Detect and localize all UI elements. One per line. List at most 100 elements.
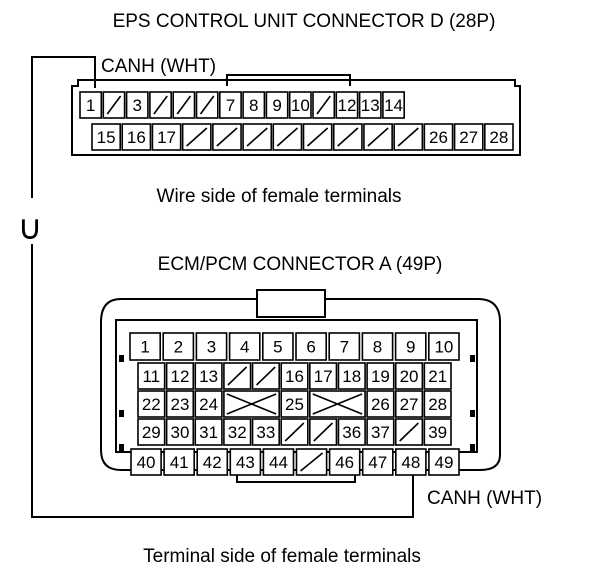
terminal-number: 6: [306, 338, 315, 357]
ecm-terminal: 40: [130, 448, 162, 476]
terminal-number: 39: [428, 423, 447, 442]
ecm-terminal: 42: [196, 448, 229, 476]
empty-terminal-slash: [367, 127, 389, 147]
empty-terminal-slash: [106, 95, 122, 115]
terminal-number: 27: [459, 128, 478, 147]
ecm-terminal: 44: [262, 448, 295, 476]
eps-terminal: 13: [358, 91, 382, 119]
empty-terminal-slash: [337, 127, 359, 147]
eps-wire-label: CANH (WHT): [101, 56, 216, 77]
ecm-terminal: 49: [428, 448, 460, 476]
ecm-terminal: 46: [328, 448, 361, 476]
eps-empty-terminal: [195, 91, 219, 119]
terminal-number: 13: [361, 96, 380, 115]
ecm-terminal: 41: [163, 448, 196, 476]
terminal-number: 28: [428, 395, 447, 414]
eps-empty-terminal: [172, 91, 196, 119]
eps-empty-terminal: [181, 123, 212, 151]
ecm-terminal: 22: [137, 390, 166, 418]
ecm-terminal: 18: [337, 362, 366, 390]
terminal-number: 12: [170, 367, 189, 386]
terminal-number: 10: [434, 338, 453, 357]
eps-terminal: 16: [121, 123, 152, 151]
empty-terminal-slash: [176, 95, 192, 115]
eps-empty-terminal: [393, 123, 424, 151]
ecm-terminal: 20: [394, 362, 424, 390]
empty-terminal-slash: [199, 95, 215, 115]
terminal-number: 24: [199, 395, 218, 414]
terminal-number: 16: [127, 128, 146, 147]
terminal-number: 44: [269, 453, 288, 472]
terminal-number: 28: [489, 128, 508, 147]
eps-terminal: 10: [288, 91, 312, 119]
terminal-number: 37: [371, 423, 390, 442]
empty-terminal-slash: [153, 95, 168, 115]
ecm-terminal: 25: [280, 390, 309, 418]
ecm-terminal: 21: [423, 362, 452, 390]
ecm-terminal: 30: [165, 418, 195, 446]
eps-terminal: 26: [423, 123, 454, 151]
terminal-number: 29: [142, 423, 161, 442]
ecm-connector-title: ECM/PCM CONNECTOR A (49P): [158, 254, 443, 275]
eps-terminal: 17: [151, 123, 182, 151]
terminal-number: 43: [236, 453, 255, 472]
ecm-terminal: 47: [361, 448, 394, 476]
terminal-number: 19: [371, 367, 390, 386]
terminal-number: 15: [97, 128, 116, 147]
terminal-number: 41: [170, 453, 189, 472]
terminal-number: 27: [400, 395, 419, 414]
terminal-number: 42: [203, 453, 222, 472]
terminal-number: 9: [272, 96, 281, 115]
terminal-number: 21: [428, 367, 447, 386]
eps-terminal: 7: [219, 91, 242, 119]
empty-terminal-slash: [306, 127, 329, 147]
terminal-number: 1: [86, 96, 95, 115]
eps-empty-terminal: [212, 123, 242, 151]
terminal-number: 25: [285, 395, 304, 414]
ecm-terminal: 9: [394, 332, 427, 361]
ecm-terminal: 36: [337, 418, 366, 446]
ecm-terminal: 43: [229, 448, 262, 476]
empty-terminal-slash: [316, 95, 331, 115]
terminal-number: 33: [256, 423, 275, 442]
ecm-terminal: 24: [194, 390, 223, 418]
terminal-number: 7: [226, 96, 235, 115]
eps-empty-terminal: [242, 123, 273, 151]
ecm-terminal: 10: [427, 332, 460, 361]
terminal-number: 18: [342, 367, 361, 386]
ecm-terminal: 5: [261, 332, 294, 361]
ecm-empty-terminal: [223, 362, 252, 390]
terminal-number: 26: [429, 128, 448, 147]
ecm-empty-terminal: [309, 418, 338, 446]
terminal-number: 20: [400, 367, 419, 386]
terminal-number: 3: [207, 338, 216, 357]
eps-empty-terminal: [272, 123, 303, 151]
ecm-empty-terminal: [251, 362, 280, 390]
eps-connector-body: [71, 74, 521, 156]
ecm-cavity-x-left: [223, 390, 280, 418]
terminal-number: 17: [157, 128, 176, 147]
canh-wire: [31, 56, 96, 198]
terminal-number: 8: [249, 96, 258, 115]
terminal-number: 40: [137, 453, 156, 472]
terminal-number: 47: [368, 453, 387, 472]
eps-terminal: 3: [125, 91, 149, 119]
empty-terminal-slash: [216, 127, 238, 147]
terminal-number: 26: [371, 395, 390, 414]
ecm-terminal: 13: [194, 362, 223, 390]
ecm-terminal: 6: [295, 332, 328, 361]
empty-terminal-slash: [299, 452, 324, 472]
eps-empty-terminal: [332, 123, 363, 151]
empty-terminal-slash: [255, 366, 276, 386]
terminal-number: 32: [228, 423, 247, 442]
eps-caption: Wire side of female terminals: [157, 186, 402, 207]
ecm-terminal: 33: [251, 418, 280, 446]
ecm-terminal: 32: [223, 418, 252, 446]
ecm-terminal: 8: [361, 332, 394, 361]
ecm-terminal: 1: [129, 332, 162, 361]
ecm-terminal: 19: [366, 362, 395, 390]
terminal-number: 1: [140, 338, 149, 357]
ecm-terminal: 26: [366, 390, 395, 418]
terminal-number: 8: [373, 338, 382, 357]
